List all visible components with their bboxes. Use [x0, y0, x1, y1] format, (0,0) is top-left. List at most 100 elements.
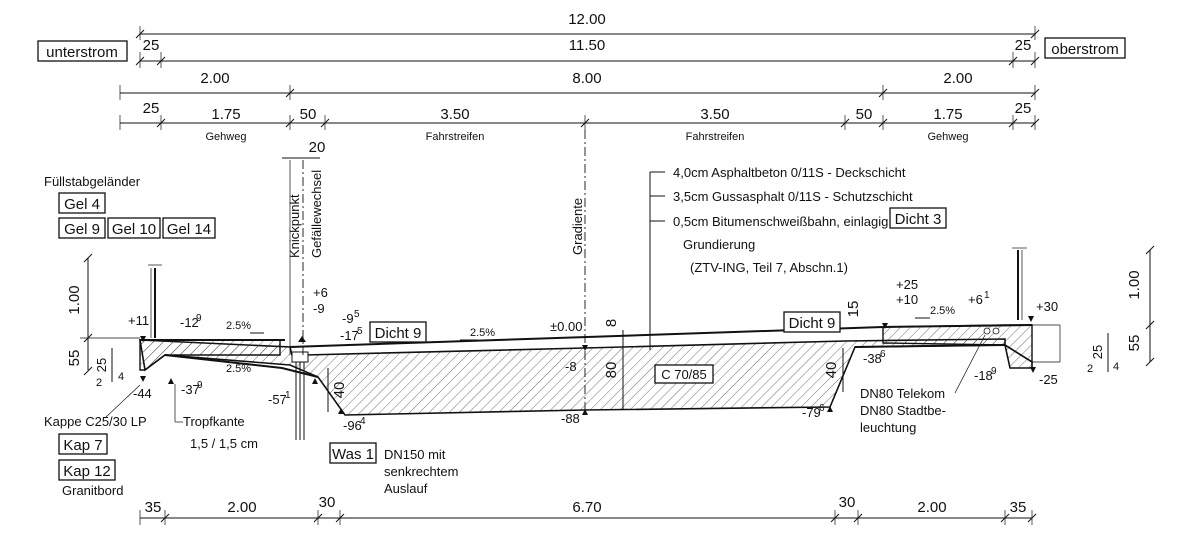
- lane-gehweg-left: Gehweg: [206, 131, 247, 143]
- elev-m12: -12: [180, 315, 199, 330]
- elev-p30: +30: [1036, 299, 1058, 314]
- svg-text:6: 6: [819, 403, 825, 414]
- svg-text:Gel 14: Gel 14: [167, 221, 211, 238]
- dim-3-50-b: 3.50: [700, 106, 729, 123]
- vdim-80: 80: [603, 362, 620, 379]
- layer-ztv: (ZTV-ING, Teil 7, Abschn.1): [690, 260, 848, 275]
- elev-m25: -25: [1039, 372, 1058, 387]
- dim-50-b: 50: [856, 106, 873, 123]
- dim-20: 20: [309, 139, 326, 156]
- layer-bitumen: 0,5cm Bitumenschweißbahn, einlagig: [673, 214, 888, 229]
- was-line-1: DN150 mit: [384, 447, 446, 462]
- dim-11-50: 11.50: [569, 37, 605, 54]
- kap-12-box: Kap 12: [58, 459, 116, 481]
- tropfkante-size: 1,5 / 1,5 cm: [190, 436, 258, 451]
- dim-2-00-right: 2.00: [943, 70, 972, 87]
- svg-text:1: 1: [984, 290, 990, 301]
- dim-25-b: 25: [1015, 100, 1032, 117]
- elevation-markers: [140, 316, 1036, 415]
- svg-text:Dicht 9: Dicht 9: [375, 325, 422, 342]
- svg-text:Gel 9: Gel 9: [64, 221, 100, 238]
- svg-text:30: 30: [319, 494, 336, 511]
- dim-3-50-a: 3.50: [440, 106, 469, 123]
- layer-schutzschicht: 3,5cm Gussasphalt 0/11S - Schutzschicht: [673, 189, 913, 204]
- bottom-dimension-row: 35 2.00 30 6.70 30 2.00 35: [139, 494, 1037, 525]
- dim-25-right: 25: [1015, 37, 1032, 54]
- dim-12-00: 12.00: [568, 11, 606, 28]
- elev-p11: +11: [128, 313, 149, 328]
- svg-text:2: 2: [1087, 363, 1093, 375]
- vdim-8: 8: [603, 319, 620, 327]
- svg-text:5: 5: [354, 309, 360, 320]
- slope-road: 2.5%: [470, 327, 495, 339]
- dim-50-a: 50: [300, 106, 317, 123]
- svg-text:35: 35: [145, 499, 162, 516]
- elev-m8: -8: [565, 359, 577, 374]
- dimension-row-3: 2.00 8.00 2.00: [119, 70, 1040, 100]
- dimension-row-2: 25 11.50 25: [135, 37, 1040, 68]
- svg-text:6: 6: [880, 349, 886, 360]
- elev-p25: +25: [896, 277, 918, 292]
- elev-p10: +10: [896, 292, 918, 307]
- gel-9-box: Gel 9: [58, 217, 106, 239]
- svg-text:35: 35: [1010, 499, 1027, 516]
- elev-m57: -57: [268, 392, 287, 407]
- kappe-label: Kappe C25/30 LP: [44, 414, 147, 429]
- dn80-telekom: DN80 Telekom: [860, 386, 945, 401]
- elev-m44: -44: [133, 386, 152, 401]
- railing-title: Füllstabgeländer: [44, 174, 141, 189]
- svg-text:2.00: 2.00: [917, 499, 946, 516]
- dimension-row-1: 12.00: [135, 11, 1040, 40]
- svg-text:1.00: 1.00: [66, 285, 83, 314]
- svg-text:4: 4: [1113, 361, 1119, 373]
- svg-text:oberstrom: oberstrom: [1051, 41, 1119, 58]
- was-line-3: Auslauf: [384, 481, 428, 496]
- svg-text:2: 2: [96, 377, 102, 389]
- dim-1-75-a: 1.75: [211, 106, 240, 123]
- dicht-3-box: Dicht 3: [889, 207, 947, 229]
- elev-m9: -9: [313, 301, 325, 316]
- dim-25-left: 25: [143, 37, 160, 54]
- concrete-label: C 70/85: [654, 364, 714, 384]
- vdim-40-right: 40: [823, 362, 840, 379]
- elev-p6: +6: [313, 285, 328, 300]
- label-gefaelle: Gefällewechsel: [309, 170, 324, 258]
- elev-m18: -18: [974, 368, 993, 383]
- svg-text:4: 4: [360, 416, 366, 427]
- svg-text:9: 9: [991, 366, 997, 377]
- cap-right: [882, 324, 1061, 364]
- lane-fahrstreifen-left: Fahrstreifen: [426, 131, 485, 143]
- svg-text:25: 25: [94, 358, 109, 372]
- svg-text:5: 5: [357, 326, 363, 337]
- railing-post-left: [148, 264, 162, 338]
- dim-2-00-left: 2.00: [200, 70, 229, 87]
- dimension-row-4: 25 1.75 50 3.50 3.50 50 1.75 25 Gehweg F…: [119, 100, 1040, 143]
- left-vertical-dims: 1.00 55 25 2 4: [66, 253, 140, 389]
- svg-text:Gel 10: Gel 10: [112, 221, 156, 238]
- layer-grundierung: Grundierung: [683, 237, 755, 252]
- slope-cap-left-bottom: 2.5%: [226, 363, 251, 375]
- svg-text:9: 9: [197, 380, 203, 391]
- vdim-15: 15: [845, 301, 862, 318]
- side-label-oberstrom: oberstrom: [1044, 37, 1126, 59]
- slope-cap-right: 2.5%: [930, 305, 955, 317]
- dim-25-a: 25: [143, 100, 160, 117]
- elev-p6b: +6: [968, 292, 983, 307]
- elev-m17: -17: [340, 328, 359, 343]
- elev-zero: ±0.00: [550, 319, 582, 334]
- gel-10-box: Gel 10: [107, 217, 161, 239]
- svg-text:2.00: 2.00: [227, 499, 256, 516]
- granitbord-label: Granitbord: [62, 483, 123, 498]
- svg-text:6.70: 6.70: [572, 499, 601, 516]
- svg-text:4: 4: [118, 371, 124, 383]
- svg-text:Was 1: Was 1: [332, 446, 374, 463]
- dn80-leuchtung: leuchtung: [860, 420, 916, 435]
- vdim-40-left: 40: [331, 382, 348, 399]
- dicht-9-box-left: Dicht 9: [369, 321, 427, 343]
- dim-1-75-b: 1.75: [933, 106, 962, 123]
- slope-cap-left-top: 2.5%: [226, 320, 251, 332]
- svg-text:Kap 12: Kap 12: [63, 463, 111, 480]
- drain-left: [291, 351, 309, 440]
- cap-left: [139, 339, 285, 371]
